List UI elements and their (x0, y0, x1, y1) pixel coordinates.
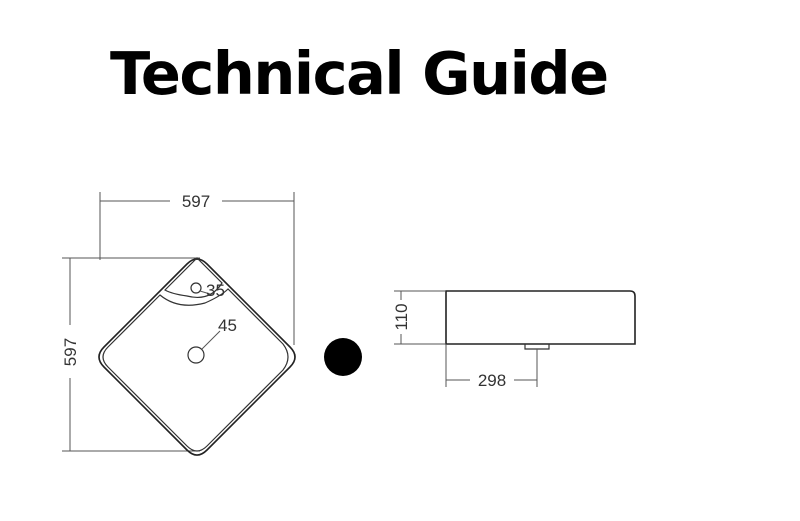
tap-hole-leader (199, 290, 211, 295)
drain-offset-label: 298 (478, 371, 506, 390)
width-dimension: 597 (99, 192, 295, 345)
tap-deck-arc (164, 257, 223, 299)
tap-hole (190, 282, 202, 294)
height-label: 110 (392, 303, 411, 330)
depth-dimension: 597 (61, 257, 200, 452)
basin-side-outline (445, 290, 636, 345)
drain-label: 45 (218, 316, 237, 335)
depth-label: 597 (61, 338, 80, 366)
drain-hole (187, 346, 205, 364)
basin-bowl (102, 288, 289, 452)
width-label: 597 (182, 192, 210, 211)
basin-outline (98, 258, 296, 456)
page-title: Technical Guide (110, 39, 609, 108)
separator-dot (324, 338, 362, 376)
top-view: 597 597 35 45 (61, 192, 296, 456)
height-dimension: 110 (392, 290, 446, 345)
drain-offset-dimension: 298 (445, 344, 538, 390)
drain-leader (201, 330, 221, 350)
tap-hole-label: 35 (206, 281, 225, 300)
side-view: 110 298 (392, 290, 636, 390)
